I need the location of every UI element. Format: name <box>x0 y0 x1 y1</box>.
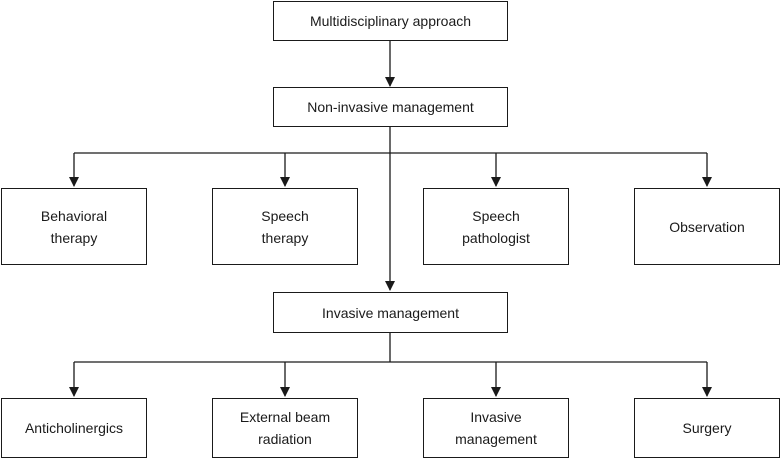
node-external-beam-radiation: External beam radiation <box>212 398 358 458</box>
node-non-invasive-management: Non-invasive management <box>273 87 508 127</box>
node-label: Observation <box>669 218 745 235</box>
node-label: Multidisciplinary approach <box>309 13 472 29</box>
node-label: Speech therapy <box>261 207 309 246</box>
node-observation: Observation <box>634 188 780 265</box>
node-invasive-management-leaf: Invasive management <box>423 398 569 458</box>
node-label: Invasive management <box>322 304 459 321</box>
node-multidisciplinary-approach: Multidisciplinary approach <box>273 1 508 41</box>
node-label: Invasive management <box>455 409 537 447</box>
node-label: External beam radiation <box>239 409 331 447</box>
node-label: Anticholinergics <box>24 420 124 436</box>
node-label: Behavioral therapy <box>40 207 108 246</box>
node-label: Non-invasive management <box>307 99 474 115</box>
node-behavioral-therapy: Behavioral therapy <box>1 188 147 265</box>
node-surgery: Surgery <box>634 398 780 458</box>
node-label: Speech pathologist <box>462 207 530 246</box>
node-invasive-management: Invasive management <box>273 292 508 333</box>
node-anticholinergics: Anticholinergics <box>1 398 147 458</box>
node-speech-therapy: Speech therapy <box>212 188 358 265</box>
node-speech-pathologist: Speech pathologist <box>423 188 569 265</box>
node-label: Surgery <box>682 420 732 436</box>
